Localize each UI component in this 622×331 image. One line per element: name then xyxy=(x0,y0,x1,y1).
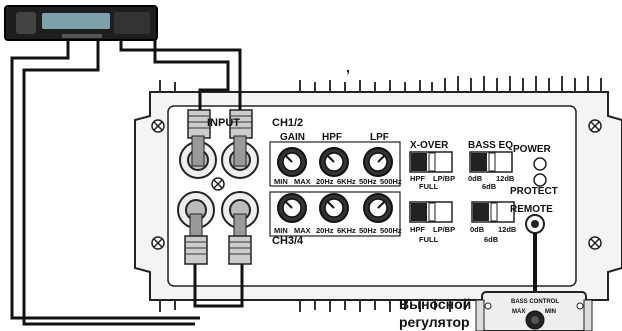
basseq-switch-top[interactable]: BASS EQ 0dB 12dB 6dB xyxy=(468,140,515,191)
lpf-min-ch34: 50Hz xyxy=(359,226,377,235)
gain-max: MAX xyxy=(294,177,311,186)
power-led-icon xyxy=(533,157,547,171)
hpf-max: 6KHz xyxy=(337,177,356,186)
bass-control-remote: BASS CONTROL MAX MIN xyxy=(475,291,593,331)
xover-hpf-ch34: HPF xyxy=(410,225,425,234)
bass-control-min: MIN xyxy=(545,309,556,315)
basseq-6db-ch34: 6dB xyxy=(484,235,499,244)
remote-jack[interactable] xyxy=(525,214,545,234)
hpf-min-ch34: 20Hz xyxy=(316,226,334,235)
basseq-title: BASS EQ xyxy=(468,140,513,151)
protect-label: PROTECT xyxy=(510,186,558,197)
basseq-6db: 6dB xyxy=(482,182,497,191)
caption-line1: Выносной xyxy=(399,296,472,312)
rca-plug-bottom-right xyxy=(221,191,259,265)
rca-plug-bottom-left xyxy=(177,191,215,265)
xover-title: X-OVER xyxy=(410,140,449,151)
xover-full-ch34: FULL xyxy=(419,235,439,244)
lpf-title: LPF xyxy=(370,132,389,143)
hpf-knob-ch34[interactable] xyxy=(319,193,349,223)
knob-row-bottom: MIN MAX 20Hz 6KHz 50Hz 500Hz xyxy=(269,191,402,237)
rca-plug-top-right xyxy=(221,109,259,179)
lpf-min: 50Hz xyxy=(359,177,377,186)
lpf-knob-ch34[interactable] xyxy=(363,193,393,223)
stray-mark: , xyxy=(346,59,350,75)
gain-knob[interactable] xyxy=(277,147,307,177)
bass-control-knob[interactable] xyxy=(525,310,545,330)
hpf-min: 20Hz xyxy=(316,177,334,186)
gain-knob-ch34[interactable] xyxy=(277,193,307,223)
xover-hpf: HPF xyxy=(410,174,425,183)
basseq-switch-bottom[interactable]: 0dB 12dB 6dB xyxy=(470,201,517,244)
basseq-12db-ch34: 12dB xyxy=(498,225,517,234)
xover-lpbp: LP/BP xyxy=(433,174,455,183)
ch34-label: CH3/4 xyxy=(272,235,304,247)
protect-led-icon xyxy=(533,173,547,187)
gain-title: GAIN xyxy=(280,132,305,143)
lpf-knob[interactable] xyxy=(363,147,393,177)
hpf-title: HPF xyxy=(322,132,342,143)
caption-line2: регулятор xyxy=(399,314,470,330)
bass-control-title: BASS CONTROL xyxy=(511,299,559,305)
rca-jacks xyxy=(177,109,259,265)
power-label: POWER xyxy=(513,144,552,155)
basseq-0db: 0dB xyxy=(468,174,483,183)
hpf-knob[interactable] xyxy=(319,147,349,177)
bass-control-max: MAX xyxy=(512,309,525,315)
rca-cables xyxy=(10,40,244,326)
lpf-max: 500Hz xyxy=(380,177,402,186)
head-unit-display xyxy=(42,13,110,29)
screw-icons xyxy=(151,119,602,250)
xover-switch-top[interactable]: X-OVER HPF LP/BP FULL xyxy=(409,140,455,191)
basseq-0db-ch34: 0dB xyxy=(470,225,485,234)
remote-label: REMOTE xyxy=(510,204,553,215)
lpf-max-ch34: 500Hz xyxy=(380,226,402,235)
rca-plug-top-left xyxy=(179,109,217,179)
gain-min-ch34: MIN xyxy=(274,226,288,235)
ch12-label: CH1/2 xyxy=(272,117,303,129)
xover-full: FULL xyxy=(419,182,439,191)
hpf-max-ch34: 6KHz xyxy=(337,226,356,235)
xover-lpbp-ch34: LP/BP xyxy=(433,225,455,234)
basseq-12db: 12dB xyxy=(496,174,515,183)
xover-switch-bottom[interactable]: HPF LP/BP FULL xyxy=(409,201,455,244)
gain-min: MIN xyxy=(274,177,288,186)
head-unit xyxy=(4,5,158,41)
input-label: INPUT xyxy=(207,117,240,129)
knob-row-top: GAIN HPF LPF MIN MAX 20Hz 6KHz 50Hz 500H… xyxy=(269,132,402,187)
gain-max-ch34: MAX xyxy=(294,226,311,235)
